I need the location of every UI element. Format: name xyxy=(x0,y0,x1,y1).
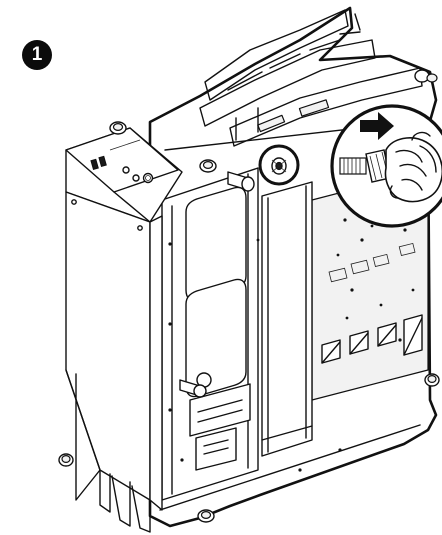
vertical-panel xyxy=(261,181,313,457)
screw-thread xyxy=(339,149,391,183)
arrow-right-icon xyxy=(360,112,394,140)
target-screw-highlight xyxy=(258,144,300,186)
thumbscrews xyxy=(58,69,440,523)
hand-unscrew-icon xyxy=(384,131,442,203)
front-panel xyxy=(65,127,183,533)
step-number-badge: 1 xyxy=(22,40,52,70)
fan-mount xyxy=(161,167,259,501)
thumbscrew-callout-circle xyxy=(330,104,442,228)
motherboard-tray xyxy=(311,169,429,401)
